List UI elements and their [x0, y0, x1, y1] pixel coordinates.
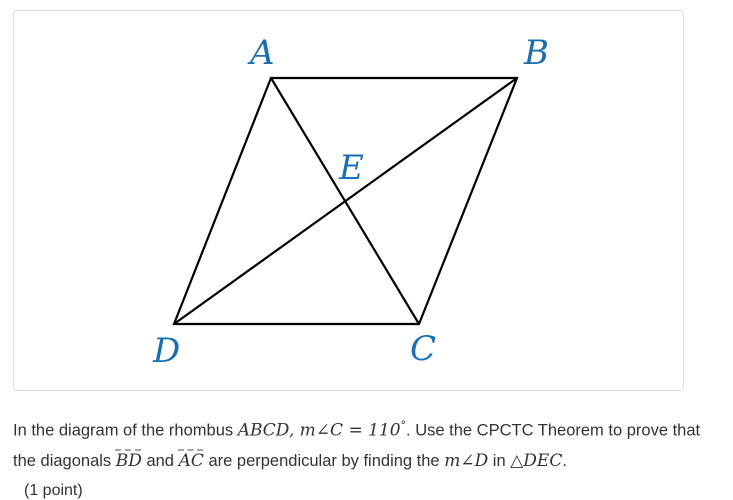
measure-m: m [299, 420, 316, 441]
comma: , [288, 420, 300, 441]
points-label: (1 point) [24, 482, 83, 499]
degree-symbol: ° [400, 419, 407, 432]
question-middle: . Use the CPCTC Theorem to prove that th… [13, 421, 701, 470]
angle-icon: ∠ [315, 420, 331, 441]
question-text: In the diagram of the rhombus ABCD, m∠C … [13, 411, 713, 476]
figure-card: A B C D E [13, 10, 684, 391]
segment-ac: AC [178, 450, 204, 471]
angle-value: = 110 [343, 420, 401, 441]
find-measure-m: m [444, 450, 461, 471]
angle-vertex: C [330, 420, 344, 441]
vertex-label-e: E [338, 148, 364, 188]
vertex-label-d: D [152, 331, 180, 371]
diagonal-bd [173, 77, 518, 325]
rhombus-diagram: A B C D E [152, 33, 549, 371]
shape-name: ABCD [237, 420, 289, 441]
find-angle: ∠D [460, 450, 489, 471]
triangle-name: DEC [523, 450, 563, 471]
vertex-label-b: B [523, 33, 549, 73]
segment-bd: BD [115, 450, 142, 471]
vertex-label-a: A [247, 33, 275, 73]
and-text: and [141, 451, 179, 470]
question-end: are perpendicular by finding the [203, 451, 445, 470]
in-text: in [488, 451, 511, 470]
triangle-icon: △ [510, 450, 524, 471]
question-intro: In the diagram of the rhombus [13, 421, 238, 440]
vertex-label-c: C [410, 329, 436, 369]
period: . [562, 451, 567, 470]
